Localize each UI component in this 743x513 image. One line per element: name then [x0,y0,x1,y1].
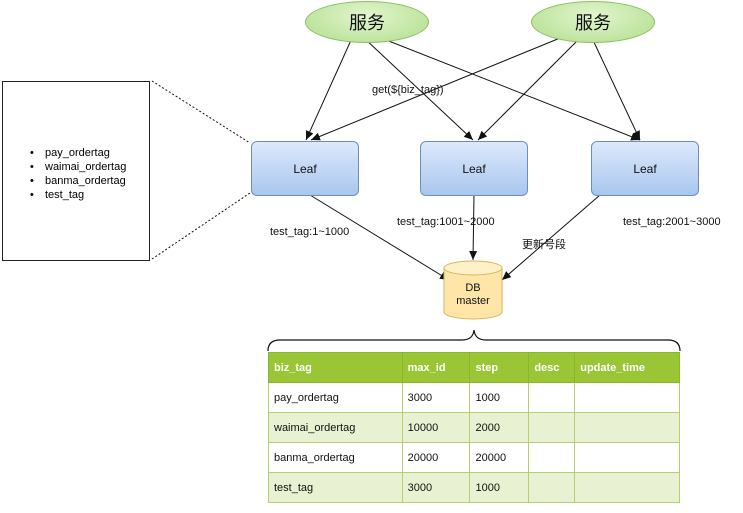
arrow-service1-leaf1 [305,37,353,141]
leaf-label: Leaf [633,161,657,176]
table-cell [574,382,680,413]
table-cell: 1000 [469,382,530,413]
column-header: update_time [574,352,680,383]
arrow-leaf2-db [469,194,478,261]
range-label-leaf2: test_tag:1001~2000 [397,216,495,228]
biz-tag-panel: pay_ordertag waimai_ordertag banma_order… [2,81,150,261]
table-row: pay_ordertag 3000 1000 [268,382,680,413]
range-label-leaf3: test_tag:2001~3000 [623,216,721,228]
leaf-label: Leaf [293,161,317,176]
arrow-leaf1-db [309,194,450,281]
range-label-leaf1: test_tag:1~1000 [270,226,350,238]
column-header: step [469,352,530,383]
database-label: DB master [443,282,503,308]
dotted-guide-bottom [151,192,251,260]
table-cell: pay_ordertag [268,382,403,413]
list-item: test_tag [30,188,126,202]
arrow-leaf3-db [501,194,601,281]
table-cell [574,442,680,473]
table-cell: 2000 [469,412,530,443]
table-header-row: biz_tag max_id step desc update_time [268,352,680,383]
table-cell: 10000 [401,412,471,443]
column-header: biz_tag [268,352,403,383]
service-label: 服务 [575,13,611,34]
db-name: DB [465,282,481,294]
arrow-service1-leaf2 [363,37,474,141]
table-row: banma_ordertag 20000 20000 [268,442,680,473]
table-cell [574,472,680,503]
service-label: 服务 [349,13,385,34]
database-cylinder-icon [443,260,503,320]
column-header: desc [528,352,576,383]
list-item: banma_ordertag [30,174,126,188]
biz-tag-list: pay_ordertag waimai_ordertag banma_order… [30,146,126,202]
table-cell: 20000 [469,442,530,473]
list-item: waimai_ordertag [30,160,126,174]
table-cell [528,382,576,413]
table-cell: 3000 [401,472,471,503]
column-header: max_id [401,352,471,383]
table-cell [528,412,576,443]
arrow-service2-leaf1 [310,35,566,141]
dotted-guide-top [151,80,251,144]
leaf-alloc-table: biz_tag max_id step desc update_time pay… [268,352,680,503]
leaf-node-3: Leaf [591,141,699,196]
arrow-service2-leaf2 [477,37,581,141]
table-cell [528,442,576,473]
service-node-left: 服务 [305,1,429,43]
leaf-label: Leaf [462,161,486,176]
table-brace [267,329,681,352]
table-cell: banma_ordertag [268,442,403,473]
table-cell: waimai_ordertag [268,412,403,443]
leaf-node-1: Leaf [251,141,359,196]
leaf-node-2: Leaf [420,141,528,196]
table-cell: 20000 [401,442,471,473]
call-label: get(${biz_tag}) [372,84,444,96]
table-cell: test_tag [268,472,403,503]
table-row: waimai_ordertag 10000 2000 [268,412,680,443]
table-cell: 3000 [401,382,471,413]
arrow-service2-leaf3 [591,37,641,141]
update-label: 更新号段 [522,238,566,251]
table-cell [574,412,680,443]
db-role: master [456,295,490,307]
service-node-right: 服务 [531,1,655,43]
list-item: pay_ordertag [30,146,126,160]
table-row: test_tag 3000 1000 [268,472,680,503]
table-cell [528,472,576,503]
table-cell: 1000 [469,472,530,503]
arrow-service1-leaf3 [375,35,641,141]
